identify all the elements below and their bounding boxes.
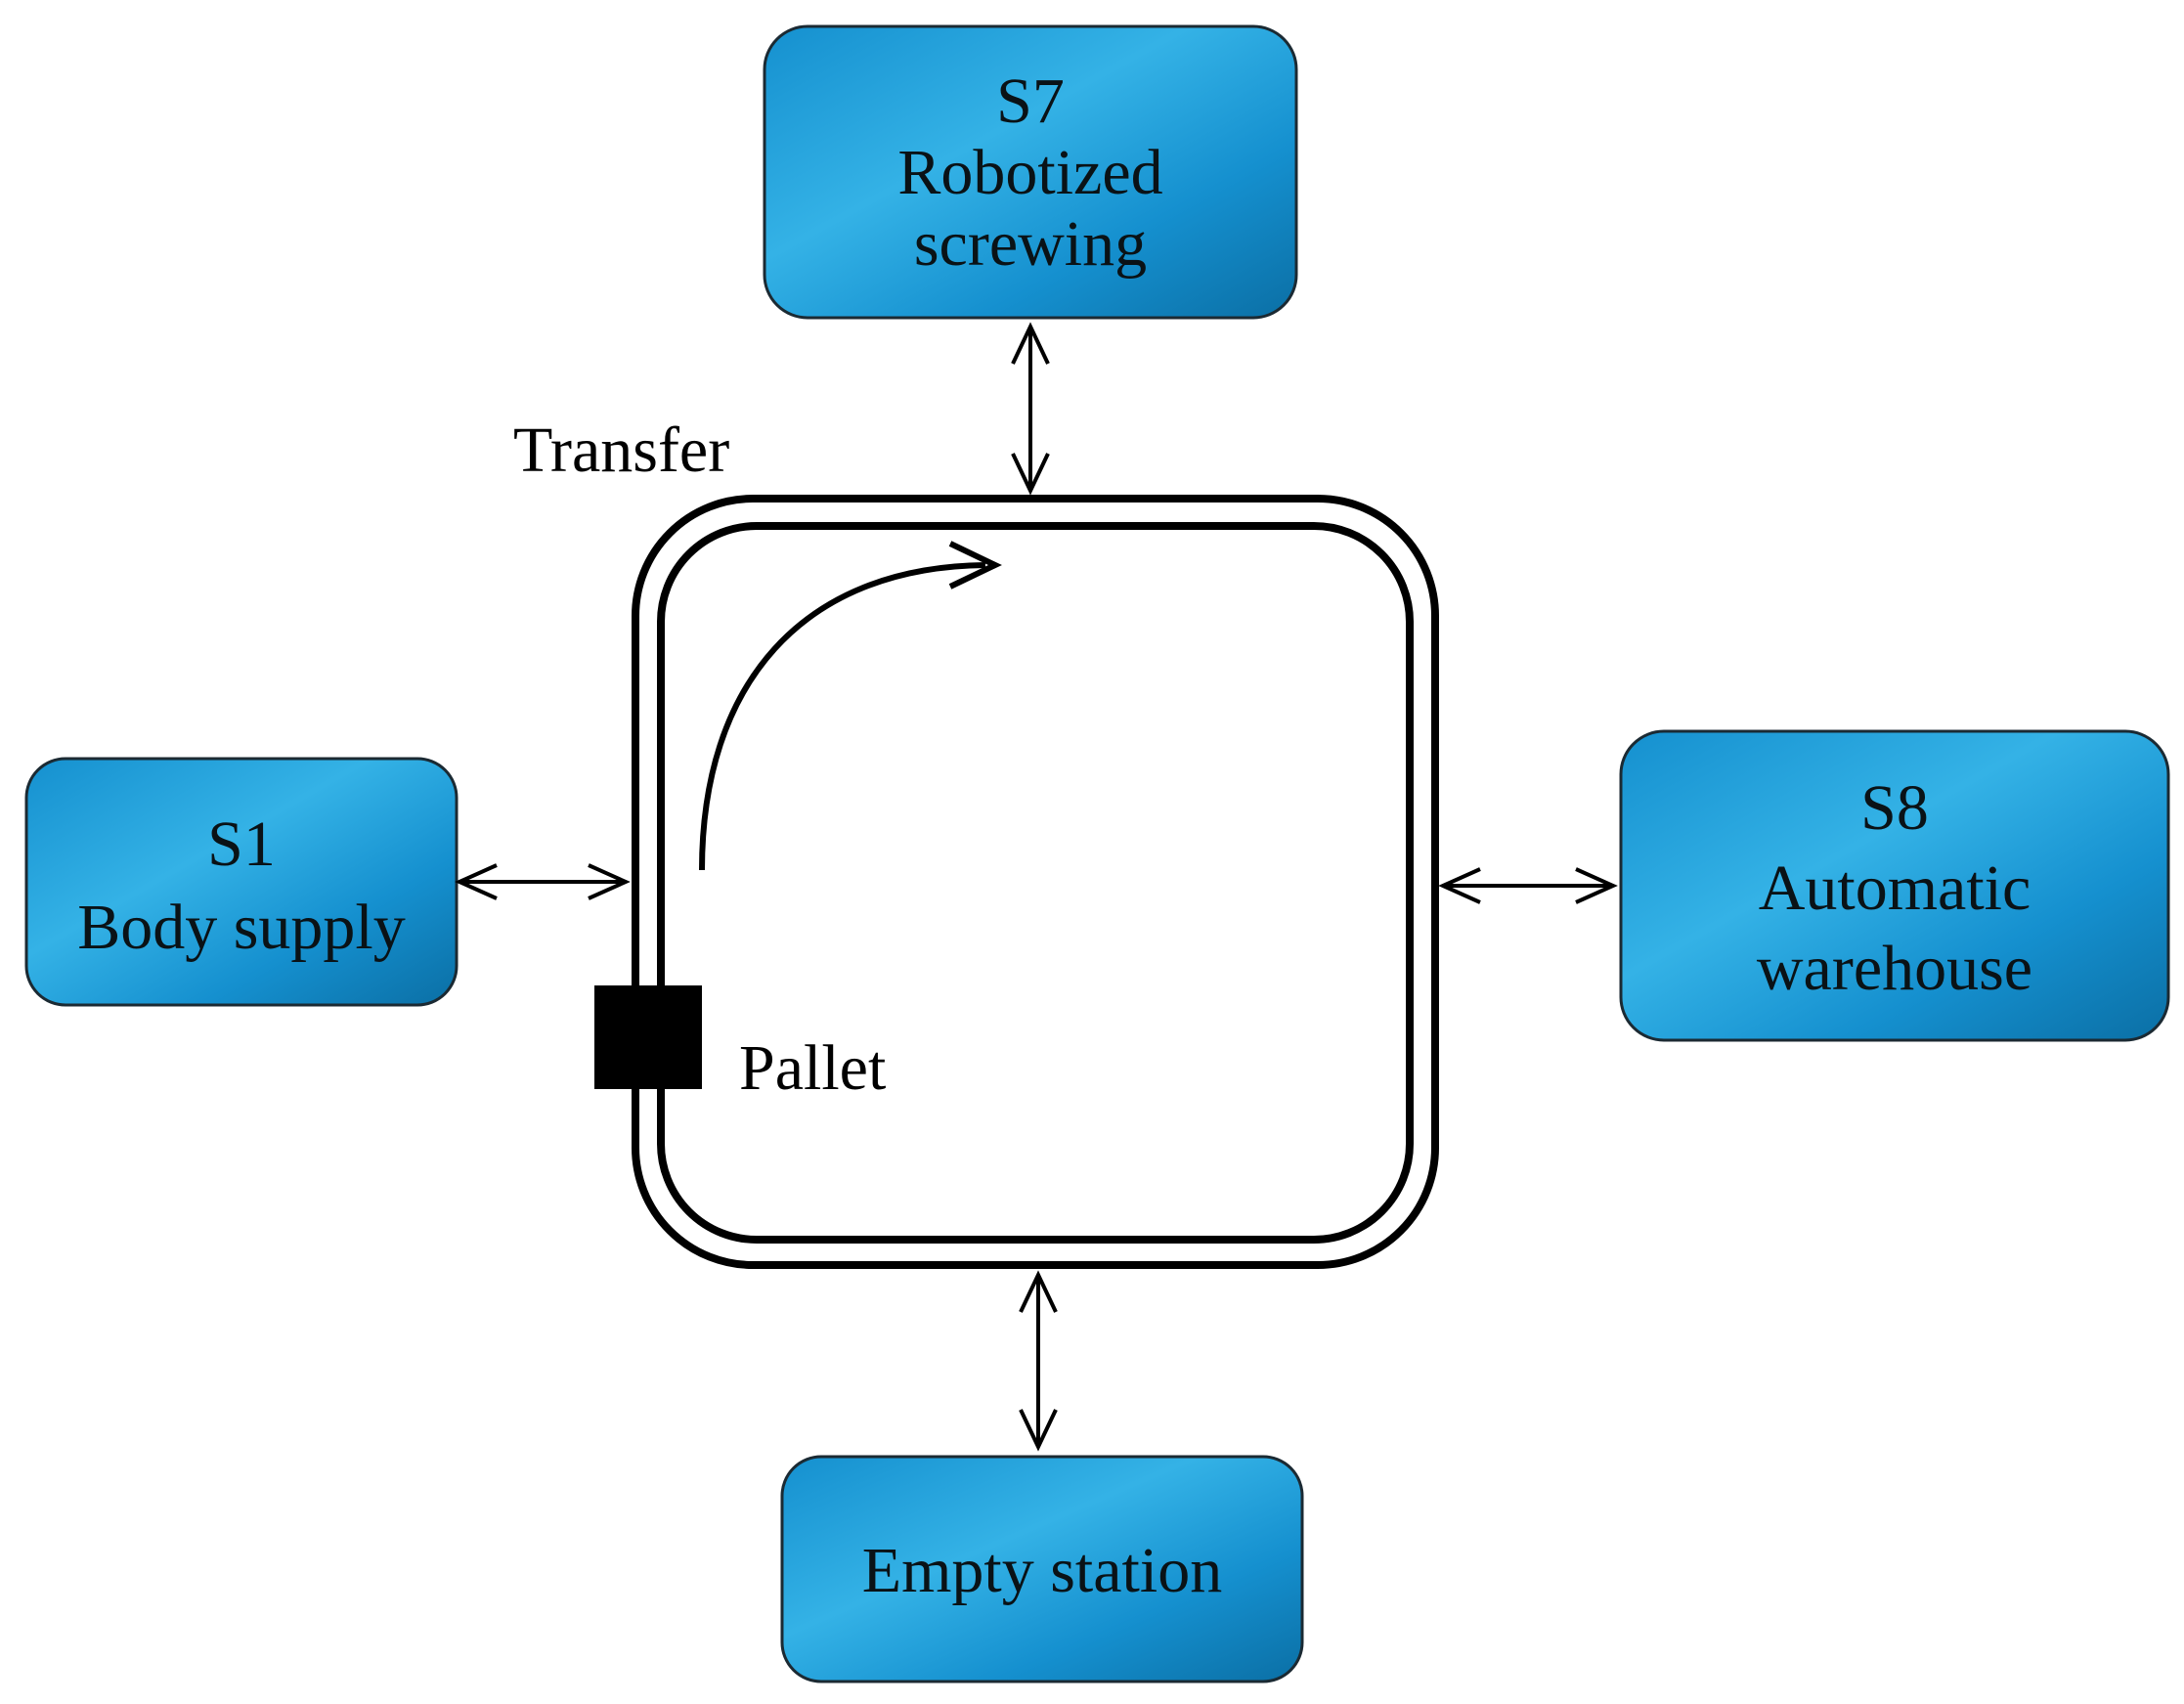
station-s8-id: S8 xyxy=(1860,772,1929,844)
flow-direction-arrow-icon xyxy=(699,541,1002,871)
double-headed-arrow-icon xyxy=(1011,322,1050,365)
double-headed-arrow-icon xyxy=(1019,1409,1058,1452)
station-s8: S8 Automatic warehouse xyxy=(1619,729,2170,1042)
station-empty: Empty station xyxy=(780,1455,1304,1683)
station-s1-box xyxy=(24,757,459,1007)
transfer-label: Transfer xyxy=(513,415,729,486)
transfer-track xyxy=(632,495,1439,1269)
link-s1-transfer xyxy=(455,863,631,900)
link-s7-transfer xyxy=(1011,322,1050,496)
pallet-label: Pallet xyxy=(739,1032,886,1104)
station-empty-name: Empty station xyxy=(862,1535,1222,1606)
double-headed-arrow-icon xyxy=(588,863,631,900)
station-s1-name: Body supply xyxy=(77,892,406,963)
link-s8-transfer xyxy=(1438,867,1618,904)
flow-direction-arc xyxy=(699,562,986,871)
double-headed-arrow-icon xyxy=(1019,1270,1058,1313)
double-headed-arrow-icon xyxy=(1438,867,1481,904)
transfer-track-outer xyxy=(632,495,1439,1269)
station-s7-name-line1: Robotized xyxy=(897,137,1162,208)
pallet-block-icon xyxy=(594,985,702,1089)
station-s8-name-line2: warehouse xyxy=(1757,933,2032,1004)
double-headed-arrow-icon xyxy=(455,863,498,900)
station-s7-box xyxy=(763,24,1298,320)
station-s8-box xyxy=(1619,729,2170,1042)
link-empty-transfer xyxy=(1019,1270,1058,1452)
station-s8-name-line1: Automatic xyxy=(1759,852,2031,924)
station-s7-name-line2: screwing xyxy=(914,208,1147,280)
transfer-track-inner xyxy=(657,522,1414,1244)
station-s7: S7 Robotized screwing xyxy=(763,24,1298,320)
flow-direction-head xyxy=(948,541,1002,590)
station-empty-box xyxy=(780,1455,1304,1683)
double-headed-arrow-icon xyxy=(1011,453,1050,496)
double-headed-arrow-icon xyxy=(1575,867,1618,904)
station-s1: S1 Body supply xyxy=(24,757,459,1007)
station-s7-id: S7 xyxy=(996,66,1065,137)
station-s1-id: S1 xyxy=(207,808,276,880)
